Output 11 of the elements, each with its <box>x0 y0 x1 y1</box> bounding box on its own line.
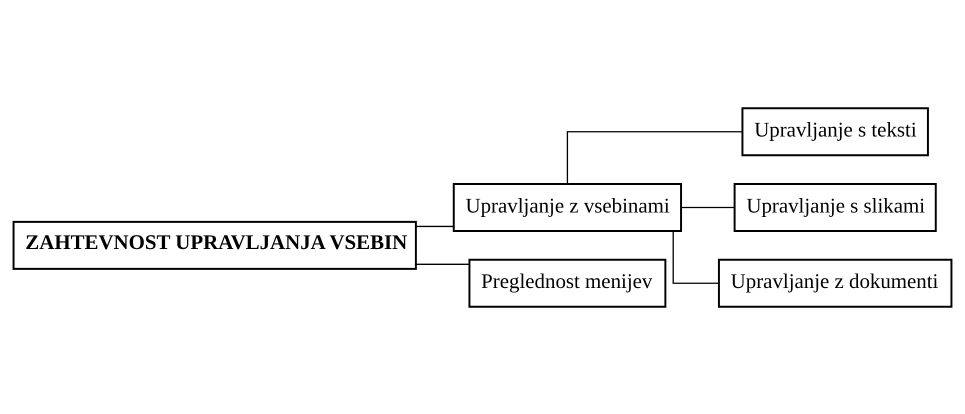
connector <box>566 130 742 184</box>
connector <box>416 225 454 227</box>
connector <box>672 230 719 284</box>
node-box: Upravljanje s teksti <box>741 106 929 156</box>
connector <box>416 263 470 264</box>
node-box: Preglednost menijev <box>468 258 666 308</box>
connector <box>681 206 734 208</box>
node-box: Upravljanje z dokumenti <box>718 258 952 308</box>
node-box: ZAHTEVNOST UPRAVLJANJA VSEBIN <box>12 220 417 270</box>
node-box: Upravljanje z vsebinami <box>452 182 682 232</box>
node-box: Upravljanje s slikami <box>734 182 937 232</box>
